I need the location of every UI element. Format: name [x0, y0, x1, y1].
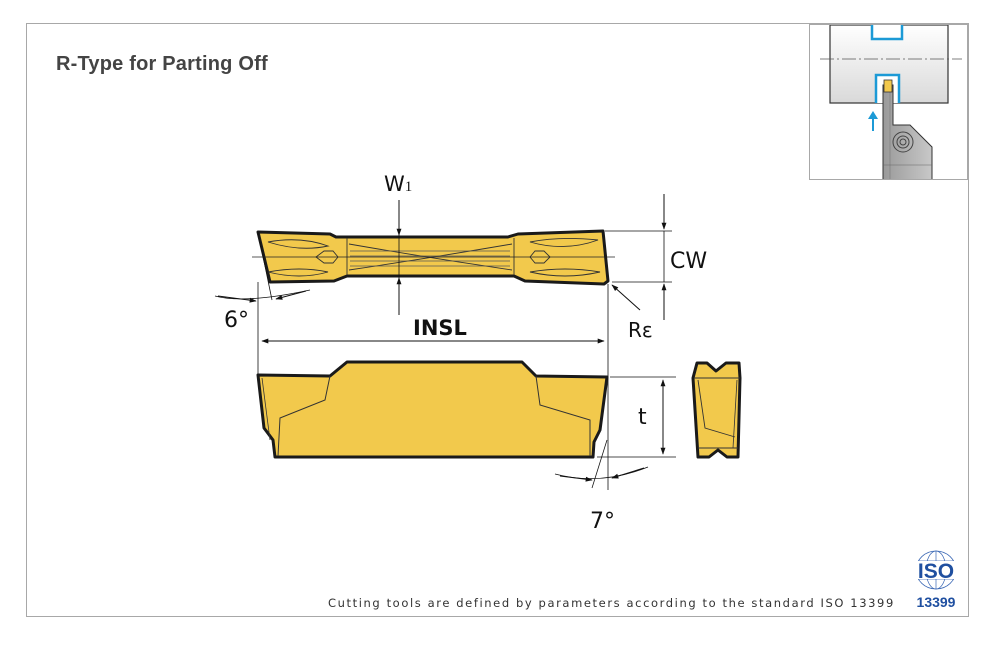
insl-label: INSL	[413, 316, 467, 340]
holder-screw	[892, 131, 914, 153]
insl-dimension: INSL	[257, 282, 609, 490]
t-dimension: t	[597, 376, 676, 458]
angle-6-label: 6°	[224, 308, 249, 333]
angle-7-dimension: 7°	[554, 439, 649, 534]
page-title: R-Type for Parting Off	[56, 53, 268, 75]
w1-dimension: W1	[384, 172, 412, 315]
machining-inset-drawing	[820, 25, 962, 179]
t-label: t	[638, 405, 647, 430]
cw-label: CW	[670, 249, 707, 274]
insert-small	[883, 79, 893, 93]
angle-7-label: 7°	[590, 509, 615, 534]
r-epsilon-label: Rε	[628, 318, 653, 342]
side-view-outline	[256, 360, 609, 459]
machining-inset	[809, 24, 968, 180]
r-epsilon-dimension: Rε	[611, 284, 653, 342]
w1-label: W1	[384, 172, 412, 196]
upper-groove	[870, 25, 904, 41]
iso-logo-text: ISO	[918, 560, 954, 583]
end-view-outline	[691, 361, 742, 459]
tool-holder	[882, 84, 933, 179]
end-view	[691, 361, 742, 459]
iso-logo-number: 13399	[917, 594, 956, 610]
iso-13399-logo: ISO 13399	[906, 547, 966, 611]
top-view	[252, 229, 615, 286]
side-view	[256, 360, 609, 459]
cw-dimension: CW	[605, 194, 707, 320]
angle-6-dimension: 6°	[214, 231, 311, 333]
iso-footnote: Cutting tools are defined by parameters …	[328, 596, 895, 610]
iso-globe-icon: ISO 13399	[910, 550, 962, 610]
